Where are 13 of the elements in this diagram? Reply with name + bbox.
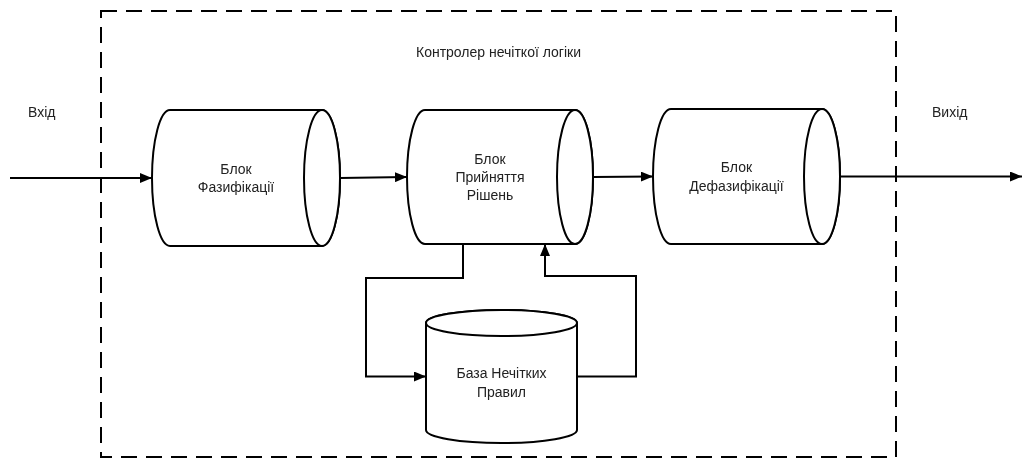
block-label: Блок Дефазифікації	[689, 158, 784, 195]
arrow	[839, 171, 1023, 182]
arrow	[339, 172, 408, 183]
block-label: Блок Фазифікації	[197, 159, 275, 197]
arrow	[540, 243, 637, 378]
block-label: База Нечітких Правил	[455, 364, 548, 401]
io-label: Вхід	[28, 104, 56, 120]
group-title: Контролер нечіткої логіки	[415, 44, 582, 60]
arrow	[592, 171, 654, 182]
arrow	[9, 173, 153, 183]
io-label: Вихід	[932, 104, 968, 120]
block-label: Блок Прийняття Рішень	[455, 149, 525, 205]
arrow	[365, 243, 464, 382]
